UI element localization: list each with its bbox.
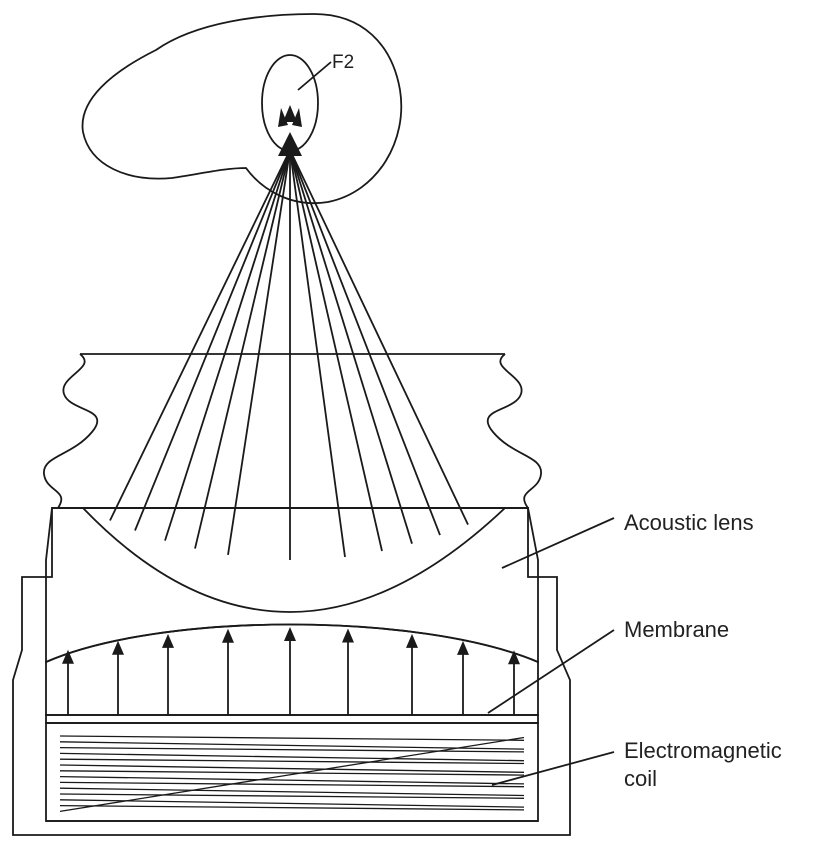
membrane-arrows [62,627,520,715]
kidney [81,13,403,204]
shock-wave-rays [109,149,469,560]
lithotripter-head [12,507,571,836]
focus-arrow-right [292,108,302,127]
focus-arrow-left [278,108,288,127]
lens-concave-surface [80,507,508,613]
shock-wave-ray-3 [164,149,291,541]
leader-acoustic-lens [501,517,615,569]
leader-electromagnetic-coil [491,751,615,786]
arrow-head-4 [222,628,234,643]
coil-winding-10 [59,787,525,797]
bellows-right-wall [486,353,542,509]
arrow-head-6 [342,628,354,643]
arrow-head-7 [406,633,418,648]
focus-arrow-center [283,105,297,122]
coil-winding-13 [59,804,525,811]
bellows-left-wall [43,353,99,509]
coil-winding-3 [59,746,525,753]
leader-membrane [487,629,615,714]
focus-arrows [278,105,302,156]
coil-winding-4 [59,752,525,762]
membrane-label: Membrane [624,617,729,642]
fluid-chamber [45,623,539,716]
arrow-head-8 [457,640,469,655]
arrow-head-9 [508,650,520,665]
shock-wave-ray-1 [109,149,291,521]
arrow-head-3 [162,633,174,648]
label-electromagnetic-coil: Electromagnetic coil [491,738,782,791]
coil-winding-6 [59,764,525,773]
shock-wave-ray-8 [289,149,383,552]
shock-wave-ray-4 [194,149,291,549]
coil-winding-1 [59,735,525,741]
membrane [45,714,539,724]
shock-wave-ray-7 [289,149,346,558]
focus-label-f2: F2 [332,52,354,73]
coil-windings [59,735,525,813]
shock-wave-ray-10 [289,149,441,536]
acoustic-lens-label: Acoustic lens [624,510,754,535]
coil-winding-11 [59,793,525,799]
arrow-head-5 [284,627,296,641]
electromagnetic-label: Electromagnetic [624,738,782,763]
coil-winding-2 [59,741,525,750]
coil-winding-8 [59,775,525,785]
label-acoustic-lens: Acoustic lens [501,510,754,569]
shock-wave-ray-5 [227,149,291,556]
focus-arrow-base [278,132,302,156]
coil-winding-5 [59,758,525,765]
arrow-head-1 [62,649,74,664]
shock-wave-ray-2 [134,149,291,531]
arrow-head-2 [112,640,124,655]
coil-winding-9 [59,781,525,788]
coil-winding-14 [59,736,525,813]
shock-wave-ray-9 [289,149,413,544]
focus-label-leader [297,61,332,91]
shock-wave-ray-11 [289,149,469,525]
coupling-bellows [43,353,542,509]
coil-label: coil [624,766,657,791]
coil-winding-7 [59,770,525,776]
coil-winding-12 [59,799,525,808]
label-membrane: Membrane [487,617,729,714]
